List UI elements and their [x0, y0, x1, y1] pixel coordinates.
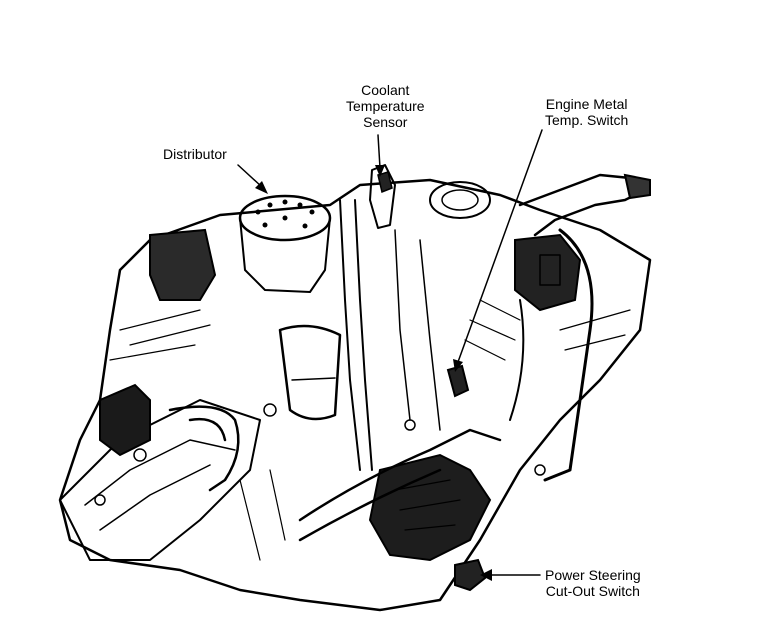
left-bracket-dark	[99, 383, 151, 457]
coolant-label-line-2: Temperature	[346, 98, 425, 114]
wire-harness-right	[543, 228, 594, 482]
engine-metal-temp-switch-label: Engine Metal Temp. Switch	[545, 96, 628, 128]
power-steering-cutout-switch-label: Power Steering Cut-Out Switch	[545, 567, 641, 599]
ps-switch-body	[454, 558, 487, 592]
metal-switch-label-line-1: Engine Metal	[545, 96, 628, 112]
distributor-label-line-1: Distributor	[163, 146, 227, 162]
ps-label-line-1: Power Steering	[545, 567, 641, 583]
coolant-temperature-sensor-label: Coolant Temperature Sensor	[346, 82, 425, 130]
intake-manifold	[59, 399, 261, 561]
ps-label-line-2: Cut-Out Switch	[545, 583, 640, 599]
right-relay-box	[514, 233, 582, 312]
distributor-label: Distributor	[163, 146, 227, 162]
oil-filter	[278, 324, 342, 421]
metal-switch-label-line-2: Temp. Switch	[545, 112, 629, 128]
coolant-label-line-1: Coolant	[361, 82, 410, 98]
bottom-wiring-cluster	[368, 453, 492, 562]
coolant-label-line-3: Sensor	[363, 114, 408, 130]
metal-temp-switch-body	[446, 364, 470, 398]
thermostat-housing	[429, 181, 491, 219]
callout-arrows	[237, 129, 543, 581]
distributor-terminals	[255, 199, 315, 229]
lower-hose	[168, 405, 240, 492]
